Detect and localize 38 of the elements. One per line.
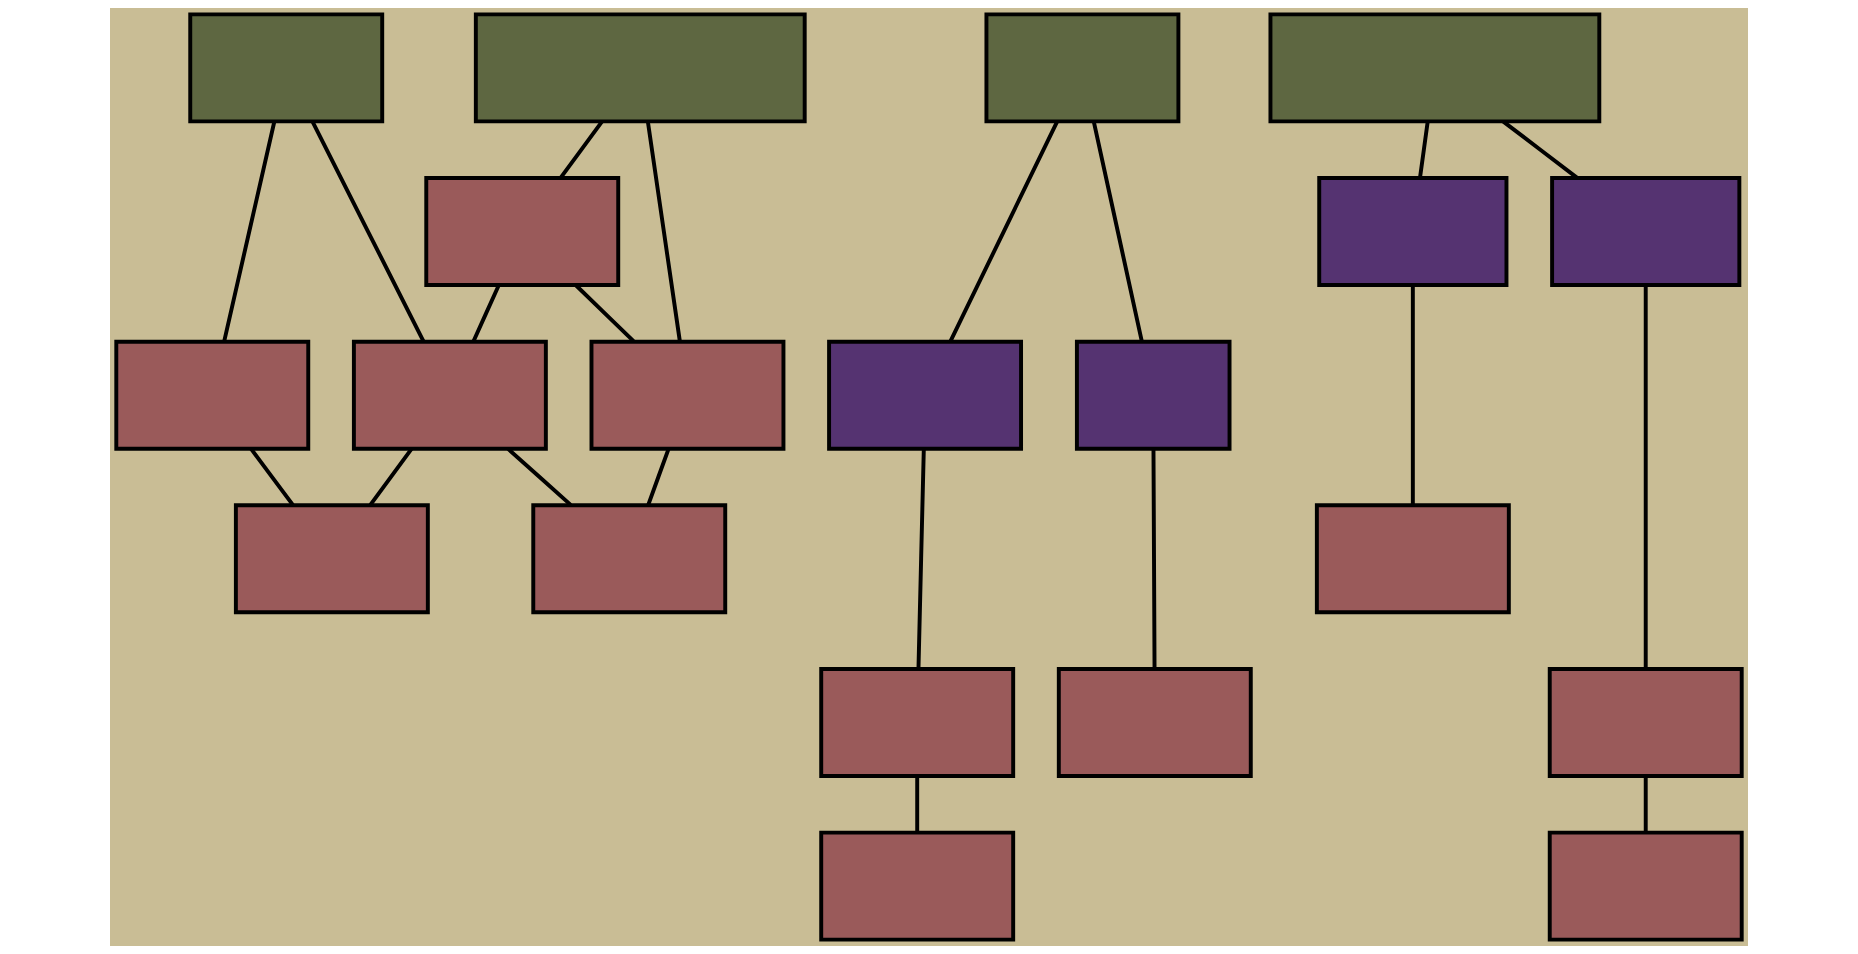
node-box (188, 12, 385, 124)
node-box (424, 176, 621, 287)
node-box (827, 339, 1023, 451)
connector (645, 121, 682, 342)
node-box (114, 339, 311, 451)
connector (368, 447, 414, 506)
connector (1151, 448, 1157, 669)
node-box (233, 503, 430, 615)
connector (1418, 121, 1430, 178)
node-box (1547, 830, 1744, 942)
node-box (1314, 503, 1511, 615)
connector (948, 120, 1059, 343)
node-box (351, 339, 548, 451)
connector (310, 120, 426, 343)
node-box (1074, 339, 1232, 451)
connector (249, 447, 295, 507)
connector (916, 448, 926, 669)
connector (646, 448, 671, 506)
node-box (1268, 12, 1602, 124)
connector (506, 447, 572, 507)
node-box (531, 503, 728, 615)
connector (471, 284, 501, 342)
node-box (819, 667, 1016, 778)
node-box (1547, 667, 1744, 778)
node-box (1056, 667, 1253, 778)
connector (1410, 285, 1415, 506)
node-box (1317, 176, 1509, 287)
node-box (1550, 176, 1742, 287)
node-box (473, 12, 807, 124)
node-box (984, 12, 1181, 124)
connector (222, 121, 277, 343)
connector (1643, 776, 1648, 833)
connector (915, 776, 920, 833)
connector (559, 120, 604, 179)
node-box (589, 339, 786, 451)
node-box (819, 830, 1016, 942)
connector (1643, 285, 1648, 669)
connector (1091, 121, 1144, 343)
